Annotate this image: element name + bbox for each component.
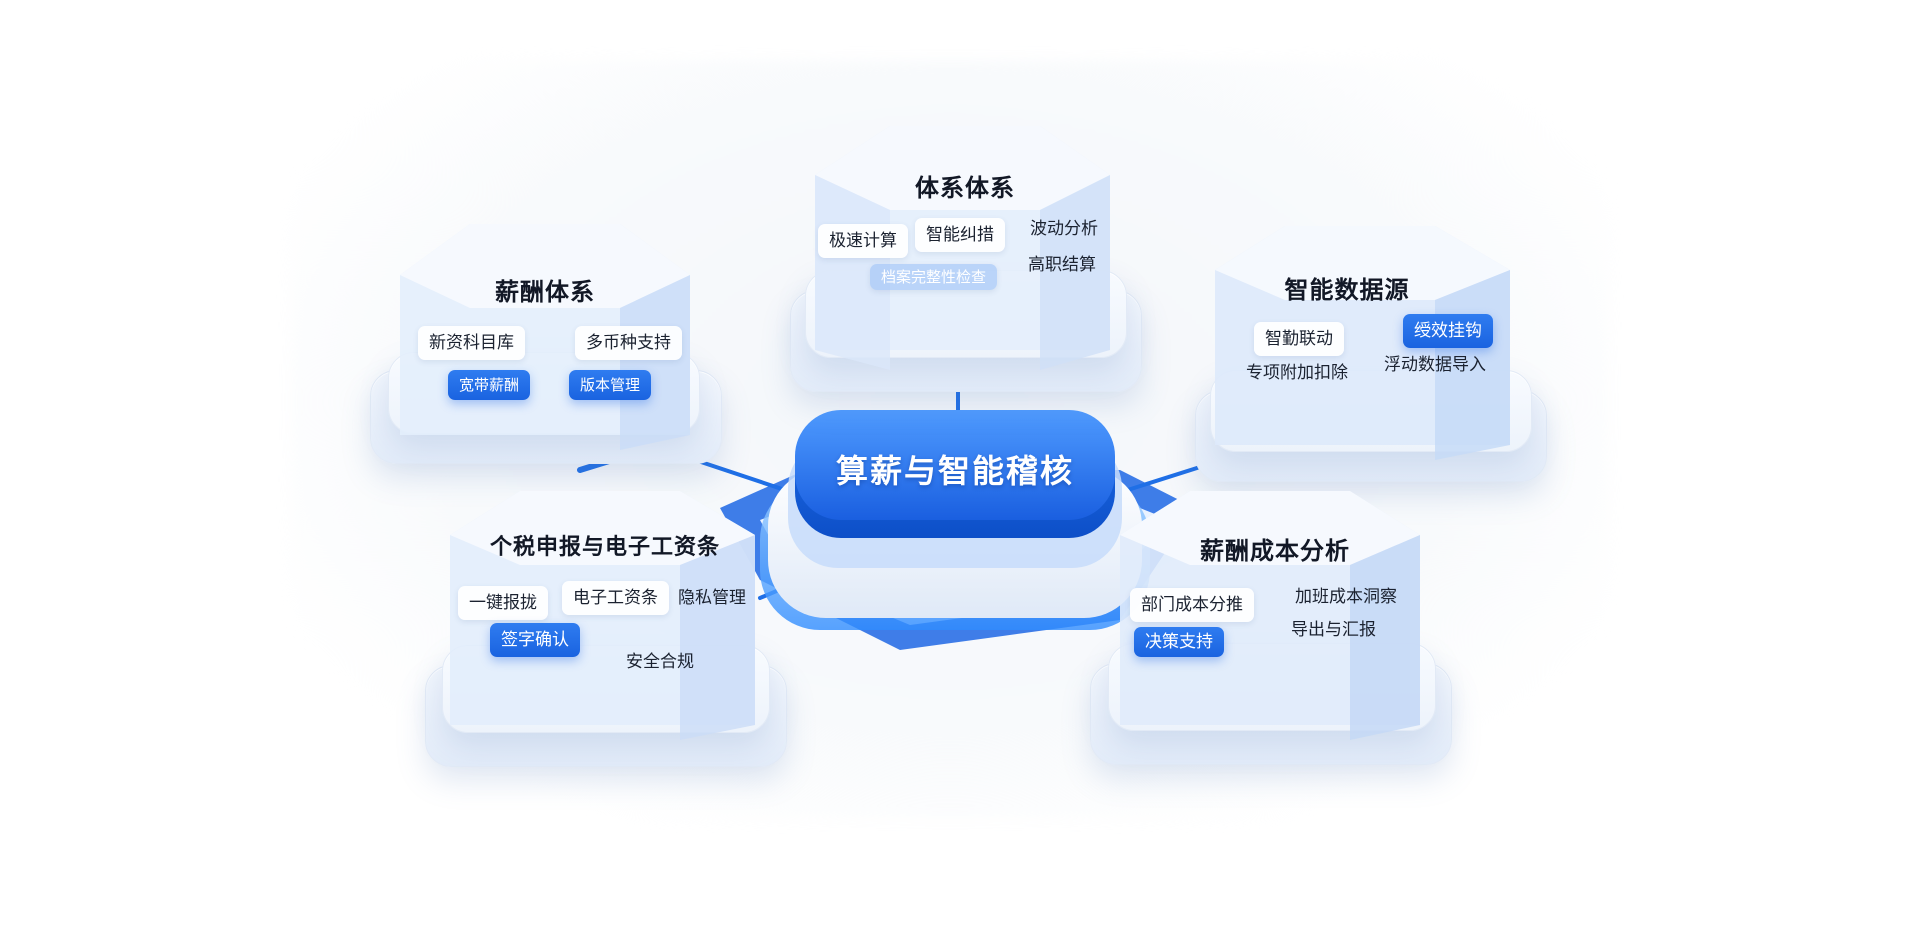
chip-salary-item-library: 新资科目库 bbox=[418, 326, 525, 360]
chip-fluctuation-analysis: 波动分析 bbox=[1030, 219, 1098, 239]
chip-broadband-salary: 宽带薪酬 bbox=[448, 370, 531, 400]
module-title: 薪酬成本分析 bbox=[1200, 537, 1350, 565]
module-title: 体系体系 bbox=[915, 174, 1015, 202]
glass-cube bbox=[1215, 226, 1510, 460]
chip-e-payslip: 电子工资条 bbox=[562, 581, 669, 615]
chip-senior-settlement: 高职结算 bbox=[1028, 255, 1096, 275]
chip-archive-check: 档案完整性检查 bbox=[870, 264, 998, 290]
module-right: 智能数据源 智勤联动 绶效挂钩 专项附加扣除 浮动数据导入 bbox=[1180, 220, 1560, 482]
hub-title: 算薪与智能稽核 bbox=[835, 452, 1074, 490]
chip-overtime-cost-insight: 加班成本洞察 bbox=[1295, 587, 1397, 607]
chip-floating-data-import: 浮动数据导入 bbox=[1384, 355, 1486, 375]
chip-dept-cost-allocation: 部门成本分推 bbox=[1130, 588, 1254, 622]
chip-smart-correction: 智能纠措 bbox=[915, 218, 1005, 252]
module-title: 个税申报与电子工资条 bbox=[489, 535, 720, 560]
glass-cube bbox=[1120, 491, 1420, 740]
module-bottom-right: 薪酬成本分析 部门成本分推 加班成本洞察 导出与汇报 决策支持 bbox=[1090, 485, 1470, 775]
chip-version-management: 版本管理 bbox=[569, 370, 652, 400]
hub-top bbox=[795, 410, 1115, 520]
chip-export-report: 导出与汇报 bbox=[1291, 620, 1376, 640]
chip-security-compliance: 安全合规 bbox=[626, 652, 694, 672]
module-title: 智能数据源 bbox=[1284, 276, 1410, 304]
module-bottom-left: 个税申报与电子工资条 一键报拢 电子工资条 隐私管理 签字确认 安全合规 bbox=[410, 485, 800, 780]
module-title: 薪酬体系 bbox=[495, 278, 595, 306]
chip-one-click-filing: 一键报拢 bbox=[458, 586, 548, 620]
chip-special-deduction: 专项附加扣除 bbox=[1246, 363, 1348, 383]
chip-performance-link: 绶效挂钩 bbox=[1403, 314, 1493, 348]
module-top: 体系体系 极速计算 智能纠措 波动分析 高职结算 档案完整性检查 bbox=[780, 120, 1150, 420]
module-left: 薪酬体系 新资科目库 多币种支持 宽带薪酬 版本管理 bbox=[370, 220, 740, 470]
chip-sign-confirm: 签字确认 bbox=[490, 623, 580, 657]
chip-fast-calc: 极速计算 bbox=[818, 224, 908, 258]
chip-privacy-management: 隐私管理 bbox=[678, 588, 746, 608]
hub-stack bbox=[760, 410, 1150, 630]
chip-decision-support: 决策支持 bbox=[1134, 627, 1224, 657]
chip-multi-currency: 多币种支持 bbox=[575, 326, 682, 360]
chip-attendance-link: 智勤联动 bbox=[1254, 322, 1344, 356]
